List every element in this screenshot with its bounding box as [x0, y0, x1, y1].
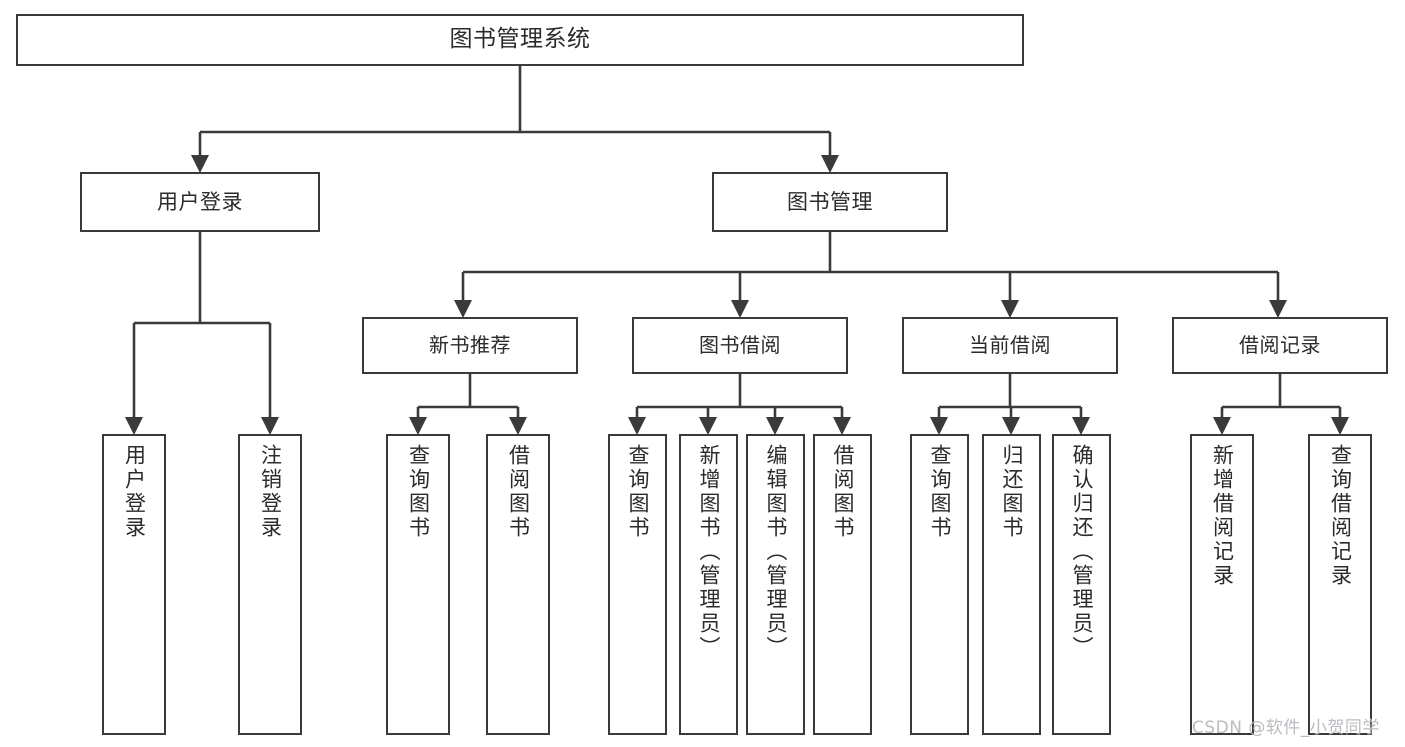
node-leaf-return-book[interactable]: 归还图书	[982, 434, 1041, 735]
node-leaf-lend-book[interactable]: 借阅图书	[813, 434, 872, 735]
node-borrow-records[interactable]: 借阅记录	[1172, 317, 1388, 374]
node-label: 当前借阅	[969, 332, 1051, 357]
node-label: 查询图书	[928, 444, 952, 540]
node-label: 查询图书	[626, 444, 650, 540]
node-leaf-query-book-current[interactable]: 查询图书	[910, 434, 969, 735]
node-label: 借阅图书	[831, 444, 855, 540]
node-label: 查询借阅记录	[1328, 444, 1353, 588]
node-leaf-query-book-newbook[interactable]: 查询图书	[386, 434, 450, 735]
node-current-borrow[interactable]: 当前借阅	[902, 317, 1118, 374]
node-label: 归还图书	[1000, 444, 1024, 540]
node-leaf-user-login[interactable]: 用户登录	[102, 434, 166, 735]
node-label: 用户登录	[122, 444, 147, 540]
node-label: 查询图书	[406, 444, 431, 540]
node-label: 图书管理	[787, 189, 873, 214]
node-root-system[interactable]: 图书管理系统	[16, 14, 1024, 66]
node-leaf-confirm-return-admin[interactable]: 确认归还（管理员）	[1052, 434, 1111, 735]
node-label: 注销登录	[258, 444, 283, 540]
node-label: 借阅记录	[1239, 332, 1321, 357]
node-leaf-add-book-admin[interactable]: 新增图书（管理员）	[679, 434, 738, 735]
node-label: 用户登录	[157, 189, 243, 214]
node-leaf-borrow-book-newbook[interactable]: 借阅图书	[486, 434, 550, 735]
node-label: 新增图书（管理员）	[697, 444, 721, 660]
node-label: 图书借阅	[699, 332, 781, 357]
node-label: 确认归还（管理员）	[1070, 444, 1094, 660]
node-leaf-add-borrow-record[interactable]: 新增借阅记录	[1190, 434, 1254, 735]
node-leaf-logout[interactable]: 注销登录	[238, 434, 302, 735]
node-leaf-query-book-borrow[interactable]: 查询图书	[608, 434, 667, 735]
csdn-watermark: CSDN @软件_小贺同学	[1192, 718, 1380, 738]
node-leaf-query-borrow-record[interactable]: 查询借阅记录	[1308, 434, 1372, 735]
node-label: 图书管理系统	[449, 26, 591, 53]
node-label: 借阅图书	[506, 444, 531, 540]
node-new-book-recommend[interactable]: 新书推荐	[362, 317, 578, 374]
node-label: 新增借阅记录	[1210, 444, 1235, 588]
node-book-management[interactable]: 图书管理	[712, 172, 948, 232]
node-user-login[interactable]: 用户登录	[80, 172, 320, 232]
node-label: 新书推荐	[429, 332, 511, 357]
node-label: 编辑图书（管理员）	[764, 444, 788, 660]
node-leaf-edit-book-admin[interactable]: 编辑图书（管理员）	[746, 434, 805, 735]
node-book-borrow[interactable]: 图书借阅	[632, 317, 848, 374]
